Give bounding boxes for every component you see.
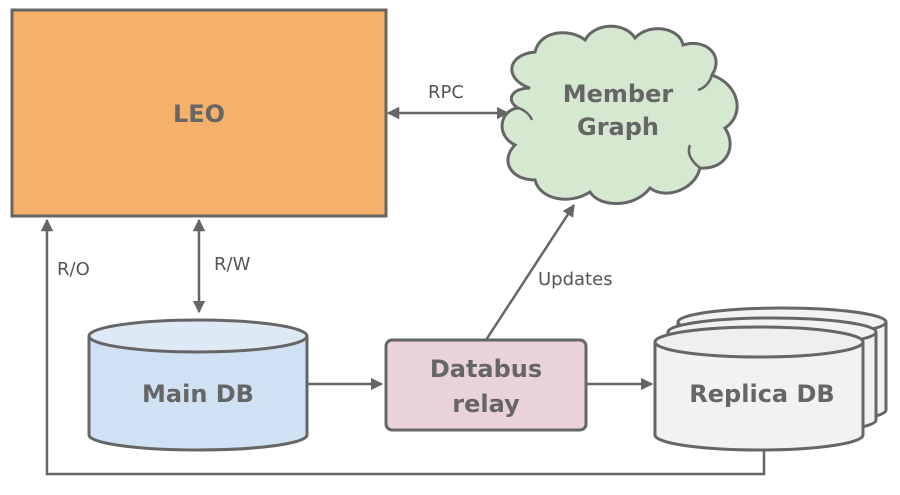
leo-label: LEO <box>173 100 225 128</box>
leo-node: LEO <box>10 8 388 218</box>
replica-db-front-top <box>653 325 865 359</box>
member-graph-cloud <box>500 24 739 205</box>
member-graph-node: Member Graph <box>500 24 739 205</box>
databus-relay-label-line1: Databus <box>430 355 542 383</box>
main-db-label: Main DB <box>142 380 254 408</box>
main-db-body <box>87 336 309 452</box>
main-db-node: Main DB <box>87 318 309 452</box>
ro-label: R/O <box>57 259 90 280</box>
leo-box <box>10 8 388 218</box>
member-graph-label-line2: Graph <box>577 113 659 141</box>
ro-edge <box>40 218 766 476</box>
rw-label: R/W <box>214 254 251 275</box>
updates-label: Updates <box>538 269 613 290</box>
cloud-inner-curve <box>517 106 534 121</box>
cloud-inner-curve <box>687 144 701 169</box>
rpc-label: RPC <box>428 82 464 103</box>
replica-db-node: Replica DB <box>653 306 888 452</box>
replica-db-front-body <box>653 342 865 452</box>
member-graph-label-line1: Member <box>563 80 674 108</box>
replica-db-label: Replica DB <box>689 380 834 408</box>
databus-relay-node: Databus relay <box>384 338 588 432</box>
cloud-inner-curve <box>697 74 714 92</box>
updates-edge <box>484 203 576 341</box>
databus-relay-label-line2: relay <box>452 390 520 418</box>
main-db-top <box>87 318 309 354</box>
